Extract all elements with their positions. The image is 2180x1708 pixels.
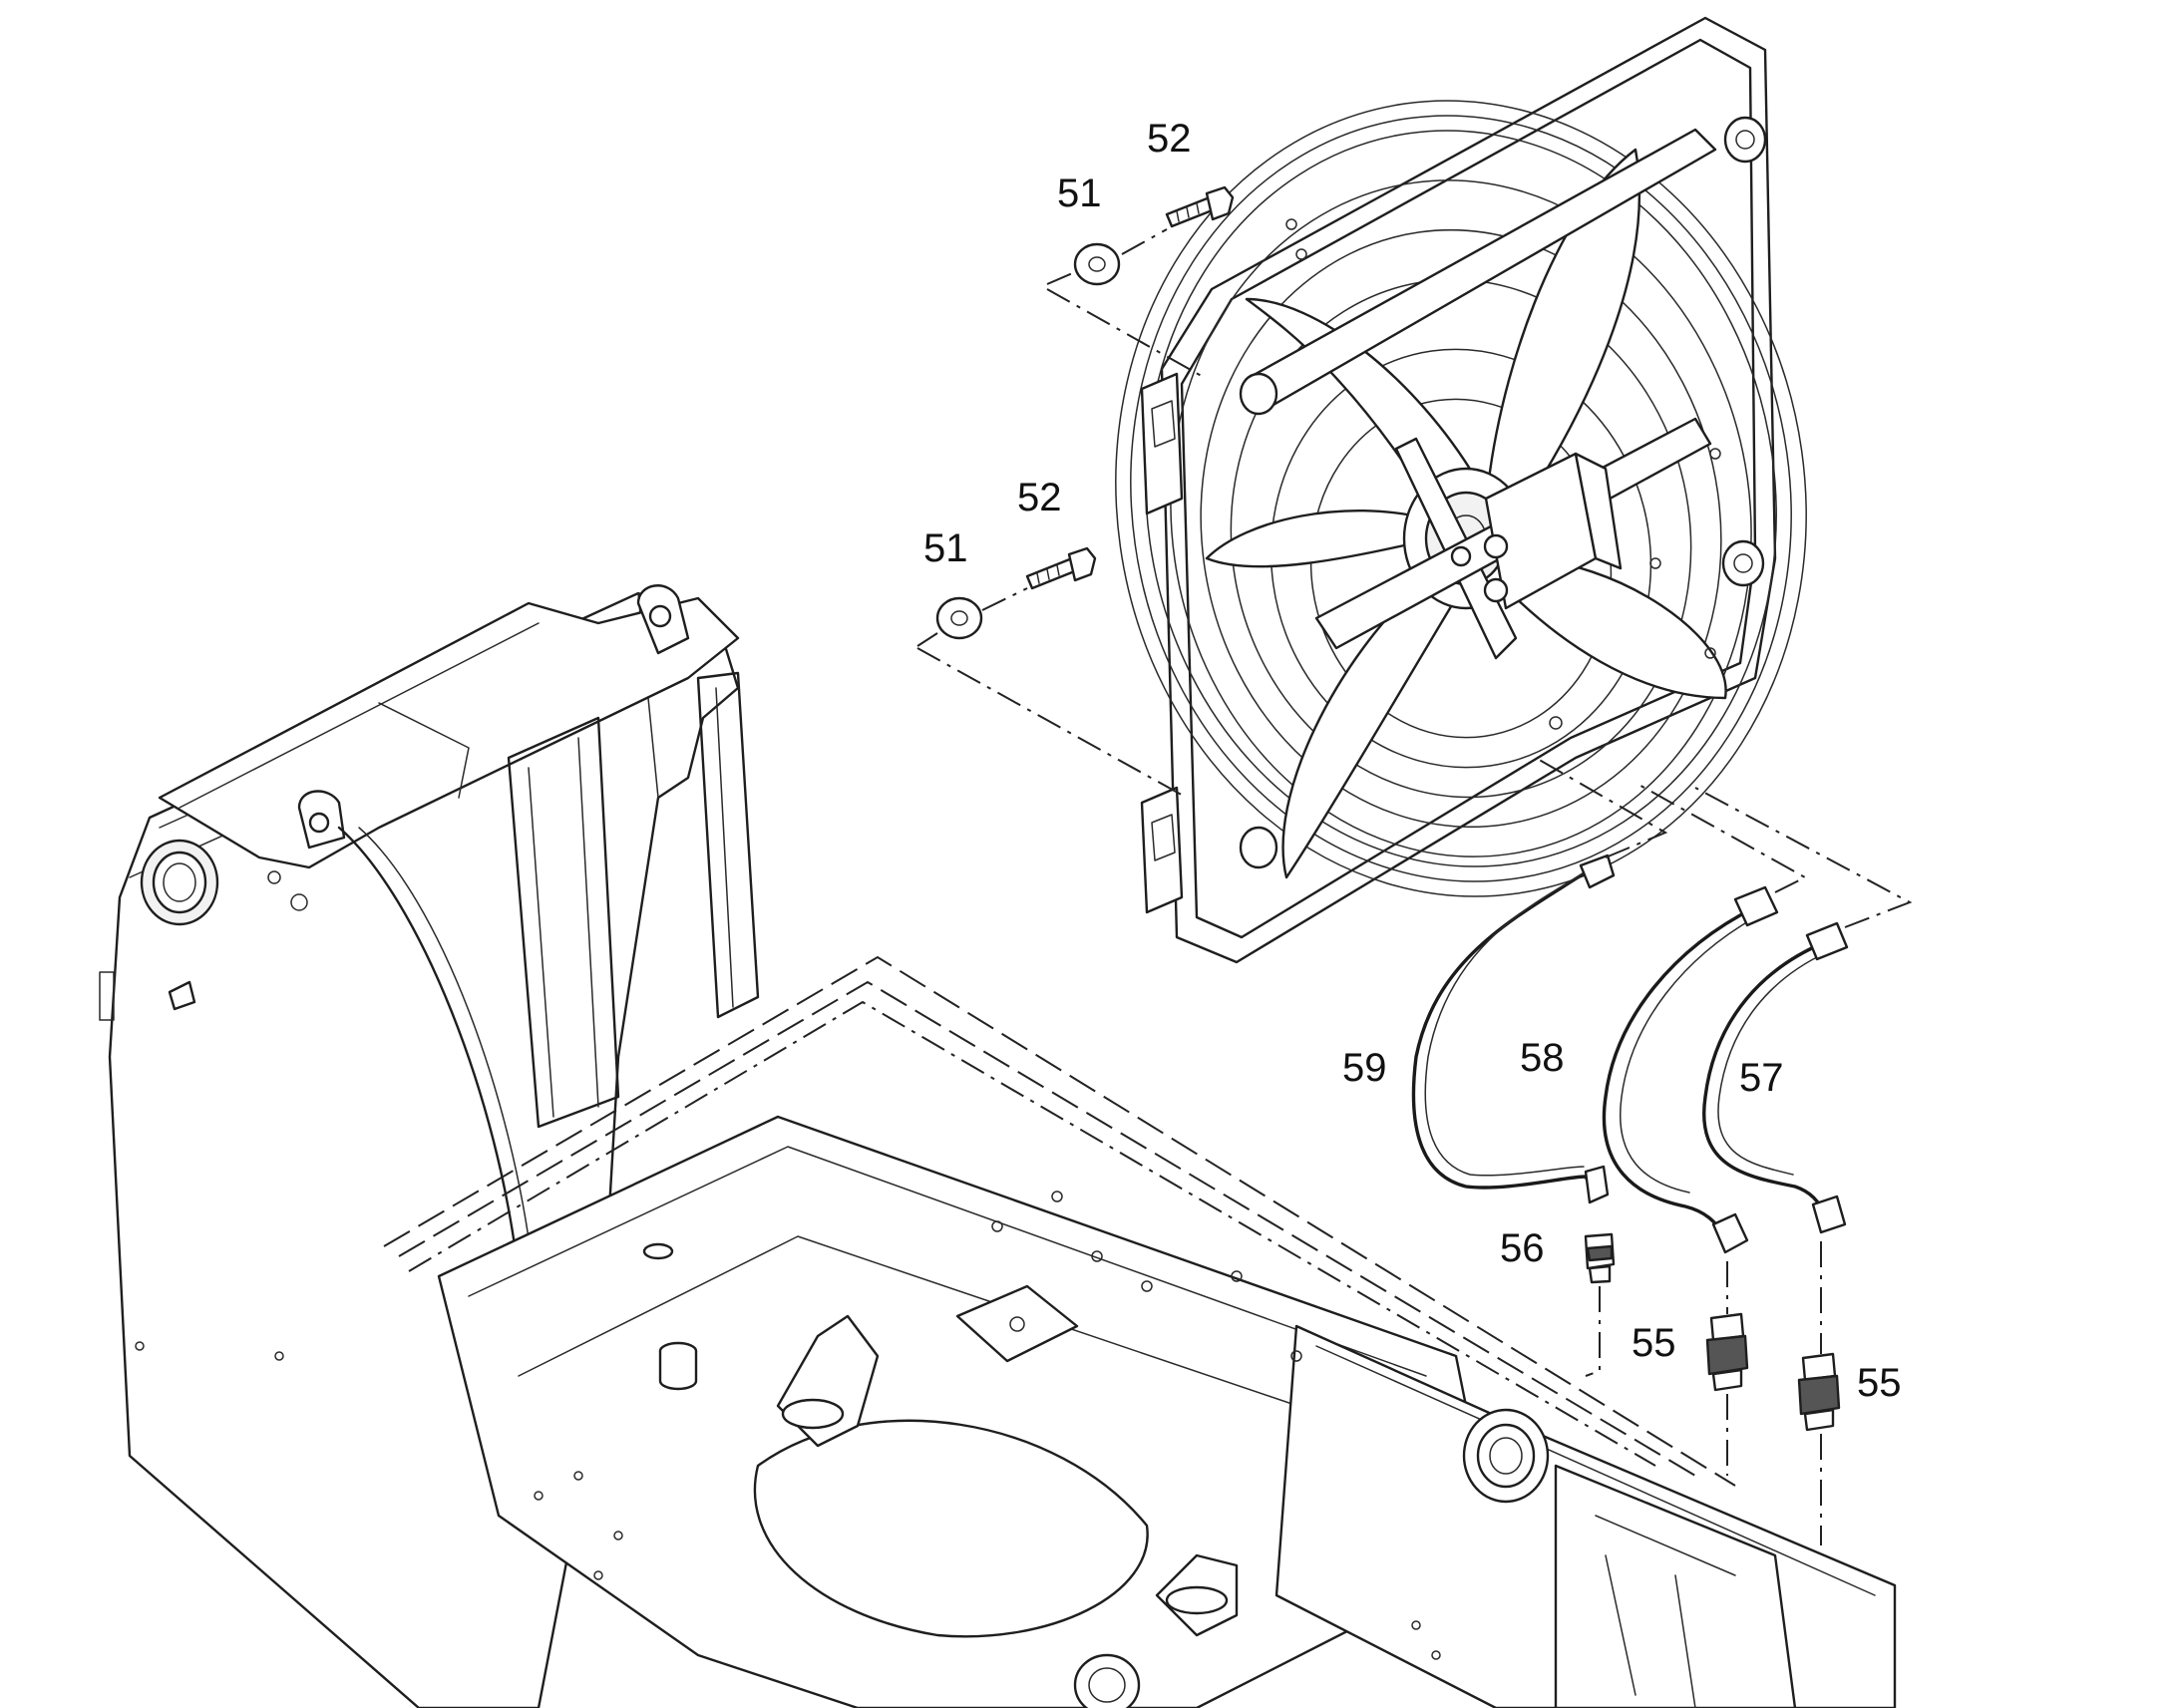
routing-line-58 (1635, 782, 1808, 893)
hose-57 (1702, 921, 1849, 1234)
fitting-56 (1584, 1232, 1616, 1377)
callout-59: 59 (1342, 1046, 1387, 1090)
callout-51-lower: 51 (923, 526, 968, 570)
bolt-assembly-lower (916, 546, 1188, 799)
callout-52-lower: 52 (1017, 476, 1062, 519)
bolt-assembly-upper (1046, 185, 1235, 380)
callout-56: 56 (1500, 1226, 1545, 1270)
callout-52-upper: 52 (1147, 117, 1192, 161)
hose-58 (1602, 885, 1779, 1254)
fitting-55-a (1705, 1261, 1749, 1476)
chassis-frame (99, 584, 1897, 1708)
callout-51-upper: 51 (1057, 171, 1102, 215)
callout-58: 58 (1520, 1036, 1565, 1080)
callout-57: 57 (1739, 1056, 1784, 1100)
routing-line-59 (1535, 757, 1668, 858)
hose-59 (1411, 854, 1616, 1204)
fitting-55-b (1797, 1241, 1841, 1545)
callout-55-right: 55 (1857, 1361, 1902, 1405)
callout-55-left: 55 (1632, 1321, 1676, 1365)
routing-line-57 (1694, 787, 1913, 928)
fan-assembly (1115, 16, 1807, 964)
